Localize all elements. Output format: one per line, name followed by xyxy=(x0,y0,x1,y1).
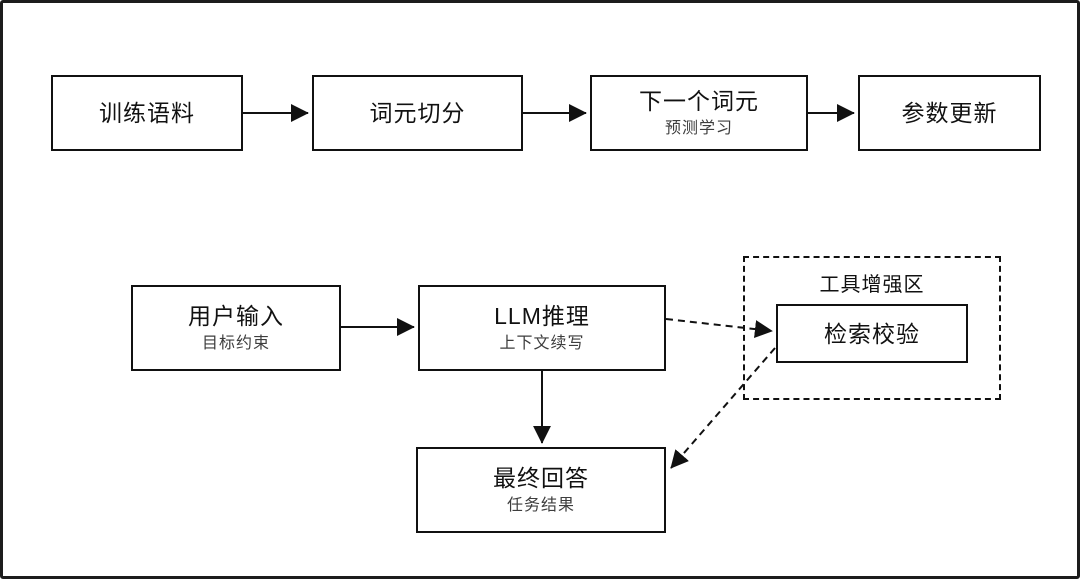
node-llm-inference-subtitle: 上下文续写 xyxy=(499,335,585,352)
node-llm-inference: LLM推理 上下文续写 xyxy=(418,285,666,371)
tool-zone-label: 工具增强区 xyxy=(819,274,925,296)
node-final-answer-title: 最终回答 xyxy=(493,465,589,491)
node-final-answer: 最终回答 任务结果 xyxy=(416,447,666,533)
node-next-token-title: 下一个词元 xyxy=(639,88,759,114)
node-tokenize-title: 词元切分 xyxy=(369,100,466,126)
node-user-input-subtitle: 目标约束 xyxy=(201,335,270,352)
node-param-update-title: 参数更新 xyxy=(901,100,998,126)
node-next-token: 下一个词元 预测学习 xyxy=(590,75,808,151)
tool-augmentation-zone: 工具增强区 xyxy=(743,256,1001,400)
node-user-input: 用户输入 目标约束 xyxy=(131,285,341,371)
node-llm-inference-title: LLM推理 xyxy=(494,303,590,329)
node-train-corpus-title: 训练语料 xyxy=(99,100,195,126)
node-param-update: 参数更新 xyxy=(858,75,1041,151)
node-retrieval-check-title: 检索校验 xyxy=(824,320,920,347)
node-train-corpus: 训练语料 xyxy=(51,75,243,151)
node-final-answer-subtitle: 任务结果 xyxy=(506,497,575,514)
node-user-input-title: 用户输入 xyxy=(188,303,284,329)
node-tokenize: 词元切分 xyxy=(312,75,523,151)
node-next-token-subtitle: 预测学习 xyxy=(664,120,733,137)
node-retrieval-check: 检索校验 xyxy=(776,304,968,363)
